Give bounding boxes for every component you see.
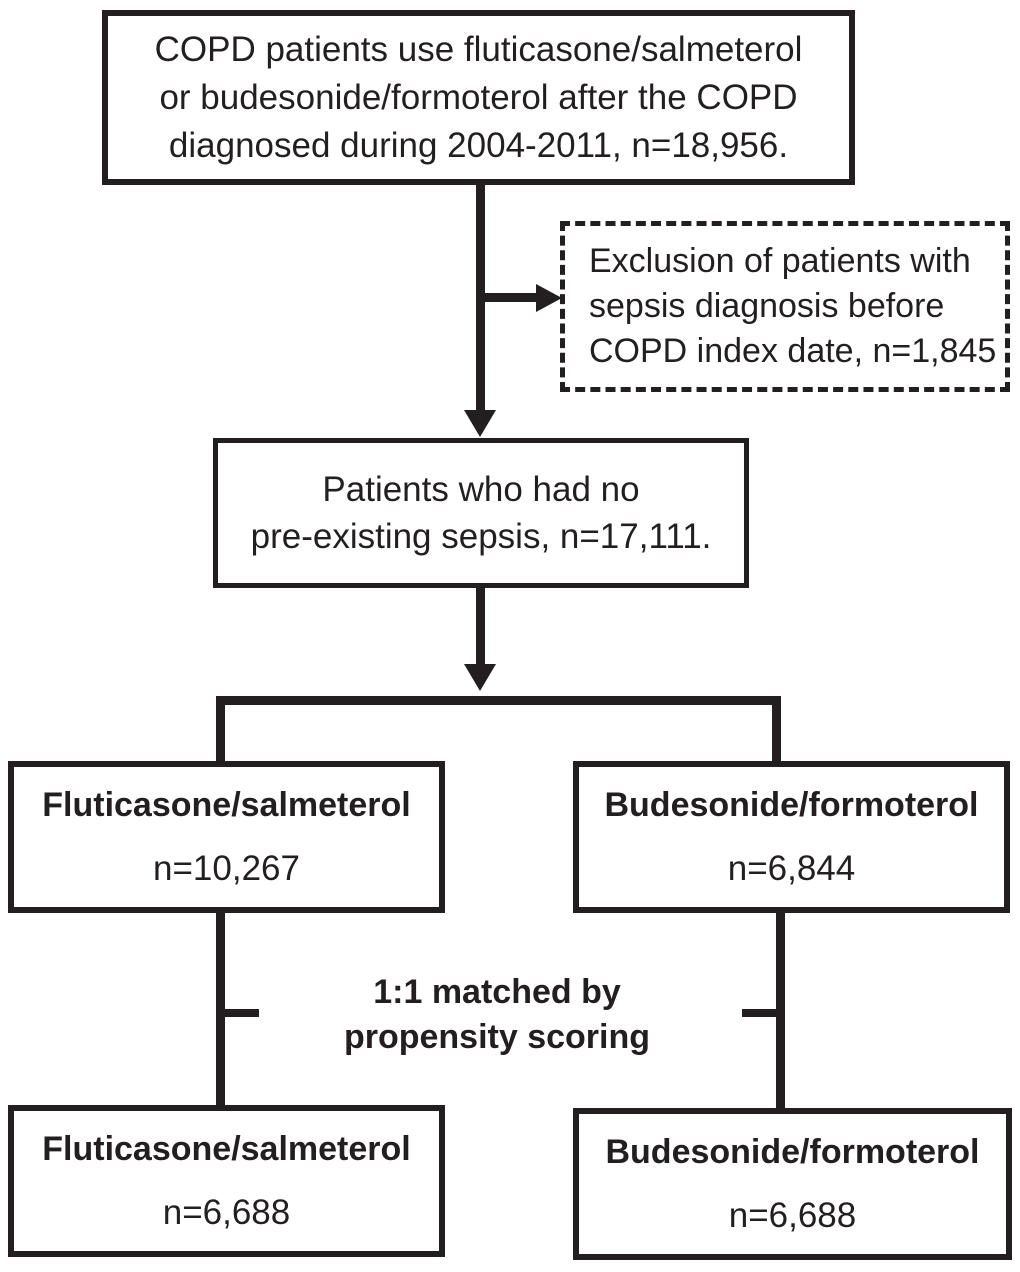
split-horizontal-line <box>216 696 781 705</box>
matching-label: 1:1 matched by propensity scoring <box>343 973 651 1056</box>
arrowhead-down-to-mid-icon <box>464 410 496 437</box>
fluticasone-matched-n: n=6,688 <box>162 1193 291 1232</box>
right-match-tick-line <box>742 1009 785 1017</box>
exclusion-text: Exclusion of patients with sepsis diagno… <box>589 242 997 370</box>
connector-mid-to-split-line <box>476 588 485 666</box>
budesonide-matched-title: Budesonide/formoterol <box>605 1133 980 1171</box>
fluticasone-unmatched-n: n=10,267 <box>153 849 300 888</box>
arrowhead-down-to-split-icon <box>464 664 496 691</box>
left-match-tick-line <box>216 1009 259 1017</box>
split-left-drop-line <box>216 696 225 762</box>
flow-box-budesonide-matched: Budesonide/formoterol n=6,688 <box>573 1108 1012 1260</box>
fluticasone-matched-title: Fluticasone/salmeterol <box>42 1130 411 1168</box>
flow-box-initial-cohort: COPD patients use fluticasone/salmeterol… <box>102 10 855 185</box>
initial-cohort-text: COPD patients use fluticasone/salmeterol… <box>154 29 803 165</box>
arrowhead-right-to-exclusion-icon <box>536 284 562 312</box>
flow-box-fluticasone-unmatched: Fluticasone/salmeterol n=10,267 <box>8 761 445 913</box>
flow-box-exclusion: Exclusion of patients with sepsis diagno… <box>560 221 1010 392</box>
connector-exclusion-branch-line <box>480 293 538 302</box>
no-preexisting-sepsis-text: Patients who had no pre-existing sepsis,… <box>250 470 712 556</box>
budesonide-unmatched-title: Budesonide/formoterol <box>604 786 979 824</box>
flow-box-no-preexisting-sepsis: Patients who had no pre-existing sepsis,… <box>213 438 749 588</box>
fluticasone-unmatched-title: Fluticasone/salmeterol <box>42 786 411 824</box>
budesonide-unmatched-n: n=6,844 <box>727 849 856 888</box>
flow-box-budesonide-unmatched: Budesonide/formoterol n=6,844 <box>573 761 1010 913</box>
flow-box-fluticasone-matched: Fluticasone/salmeterol n=6,688 <box>8 1105 445 1257</box>
budesonide-matched-n: n=6,688 <box>728 1196 857 1235</box>
split-right-drop-line <box>772 696 781 762</box>
